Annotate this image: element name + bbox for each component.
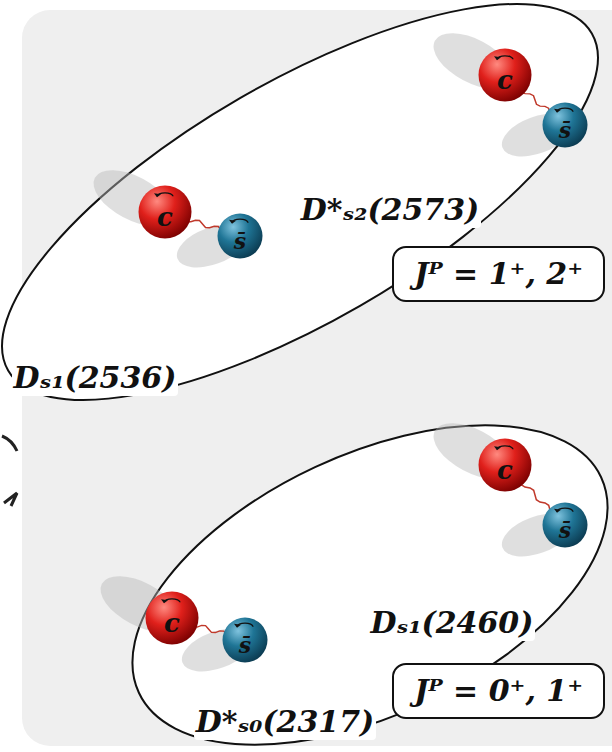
quantum-number-label: Jᴾ = 1⁺, 2⁺: [414, 256, 583, 292]
quark-sphere: s̄: [222, 617, 268, 663]
meson-label: D*ₛ₂(2573): [299, 192, 482, 228]
ellipse-group: [84, 359, 612, 752]
meson-label: Dₛ₁(2460): [369, 605, 536, 641]
quark-ball: [543, 103, 588, 148]
spin-arrowhead: [494, 446, 501, 450]
quark-sphere: c: [478, 438, 532, 492]
quark-label: s̄: [559, 109, 571, 141]
meson-label: Dₛ₁(2536): [12, 360, 179, 396]
quark-ball: [543, 503, 588, 548]
quark-label: s̄: [239, 624, 251, 656]
meson-label: D*ₛ₀(2317): [194, 704, 377, 740]
quark-ball: [218, 214, 263, 259]
ellipse-shape: [84, 359, 612, 752]
quark-label: c: [164, 600, 180, 636]
quark-sphere: s̄: [542, 102, 588, 148]
quark-label: c: [497, 57, 513, 93]
spin-arrowhead: [554, 509, 561, 513]
quark-label: s̄: [234, 220, 246, 252]
spin-arrowhead: [554, 109, 561, 113]
quark-ball: [139, 186, 192, 239]
ellipse-group: [0, 0, 612, 474]
spin-arrowhead: [161, 599, 168, 603]
quantum-number-label: Jᴾ = 0⁺, 1⁺: [414, 673, 583, 709]
quark-ball: [223, 618, 268, 663]
spin-arrowhead: [229, 220, 236, 224]
quark-sphere: c: [138, 185, 192, 239]
edge-mark: [4, 493, 17, 506]
quark-label: s̄: [559, 509, 571, 541]
quark-sphere: s̄: [217, 213, 263, 259]
quantum-number-box: Jᴾ = 1⁺, 2⁺: [392, 246, 605, 302]
spin-arrowhead: [154, 193, 161, 197]
quark-ball: [146, 592, 199, 645]
meson-group-ellipse: D*ₛ₂(2573) Dₛ₁(2536) c s̄ c s̄: [2, 4, 602, 402]
spin-arrowhead: [234, 624, 241, 628]
quark-sphere: s̄: [542, 502, 588, 548]
quark-label: c: [157, 194, 173, 230]
edge-mark: [2, 436, 17, 451]
spin-arrowhead: [494, 56, 501, 60]
quark-sphere: c: [478, 48, 532, 102]
quark-ball: [479, 49, 532, 102]
quantum-number-box: Jᴾ = 0⁺, 1⁺: [392, 663, 605, 719]
quark-label: c: [497, 447, 513, 483]
quark-sphere: c: [145, 591, 199, 645]
ellipse-shape: [0, 0, 612, 474]
quark-ball: [479, 439, 532, 492]
